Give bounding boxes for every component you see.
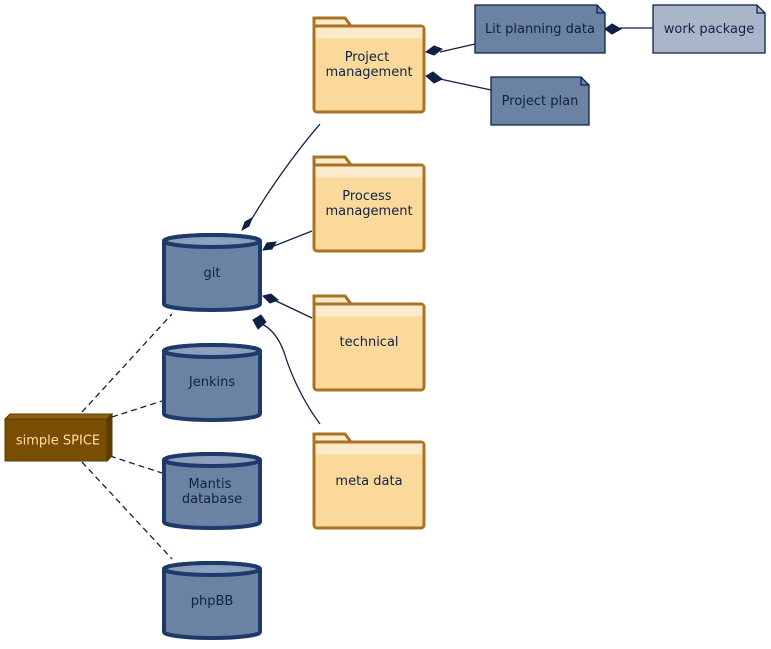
connectors: [81, 27, 653, 560]
folder-project-management[interactable]: Project management: [312, 16, 426, 114]
system-node-side: [106, 412, 113, 463]
diamond-icon: [252, 314, 267, 330]
repository-git[interactable]: git: [162, 233, 262, 312]
repository-label: git: [204, 266, 221, 281]
diamond-icon: [241, 216, 253, 232]
repository-mantis-database[interactable]: Mantis database: [162, 452, 262, 530]
link-git-meta-data: [261, 323, 321, 425]
document-label: Project plan: [502, 94, 579, 109]
document-project-plan[interactable]: Project plan: [490, 76, 590, 126]
system-node-top: [3, 413, 114, 420]
link-git-project-management: [249, 123, 321, 223]
link-pm-project-plan: [439, 78, 492, 91]
document-label: Lit planning data: [485, 22, 595, 37]
link-system-mantis: [109, 455, 163, 474]
document-icon: [474, 4, 606, 54]
link-system-git: [81, 313, 173, 413]
link-system-phpbb: [81, 461, 173, 560]
document-label: work package: [664, 22, 754, 37]
repository-jenkins[interactable]: Jenkins: [162, 343, 262, 422]
system-node-label: simple SPICE: [16, 434, 100, 449]
document-work-package[interactable]: work package: [652, 4, 766, 54]
system-node-simple-spice[interactable]: simple SPICE: [3, 412, 114, 463]
document-lit-planning-data[interactable]: Lit planning data: [474, 4, 606, 54]
folder-label: Process management: [325, 189, 412, 219]
folder-process-management[interactable]: Process management: [312, 155, 426, 253]
diamond-icon: [604, 23, 623, 35]
repository-label: Jenkins: [188, 375, 235, 390]
link-git-process-management: [273, 230, 313, 247]
diamond-icon: [424, 45, 444, 56]
link-system-jenkins: [111, 400, 163, 418]
repository-label: Mantis database: [182, 477, 242, 507]
document-icon: [490, 76, 590, 126]
link-pm-lit-planning: [439, 43, 476, 53]
diamond-icon: [262, 293, 279, 304]
folder-label: Project management: [325, 50, 412, 80]
folder-label: meta data: [335, 474, 402, 489]
document-icon: [652, 4, 766, 54]
link-git-technical: [273, 299, 313, 319]
folder-technical[interactable]: technical: [312, 294, 426, 392]
repository-phpbb[interactable]: phpBB: [162, 561, 262, 640]
composition-markers: [241, 23, 623, 330]
system-node-body: [4, 418, 108, 462]
diamond-icon: [262, 241, 277, 251]
diamond-icon: [425, 71, 443, 84]
repository-label: phpBB: [191, 594, 234, 609]
folder-meta-data[interactable]: meta data: [312, 432, 426, 530]
folder-label: technical: [339, 335, 398, 350]
